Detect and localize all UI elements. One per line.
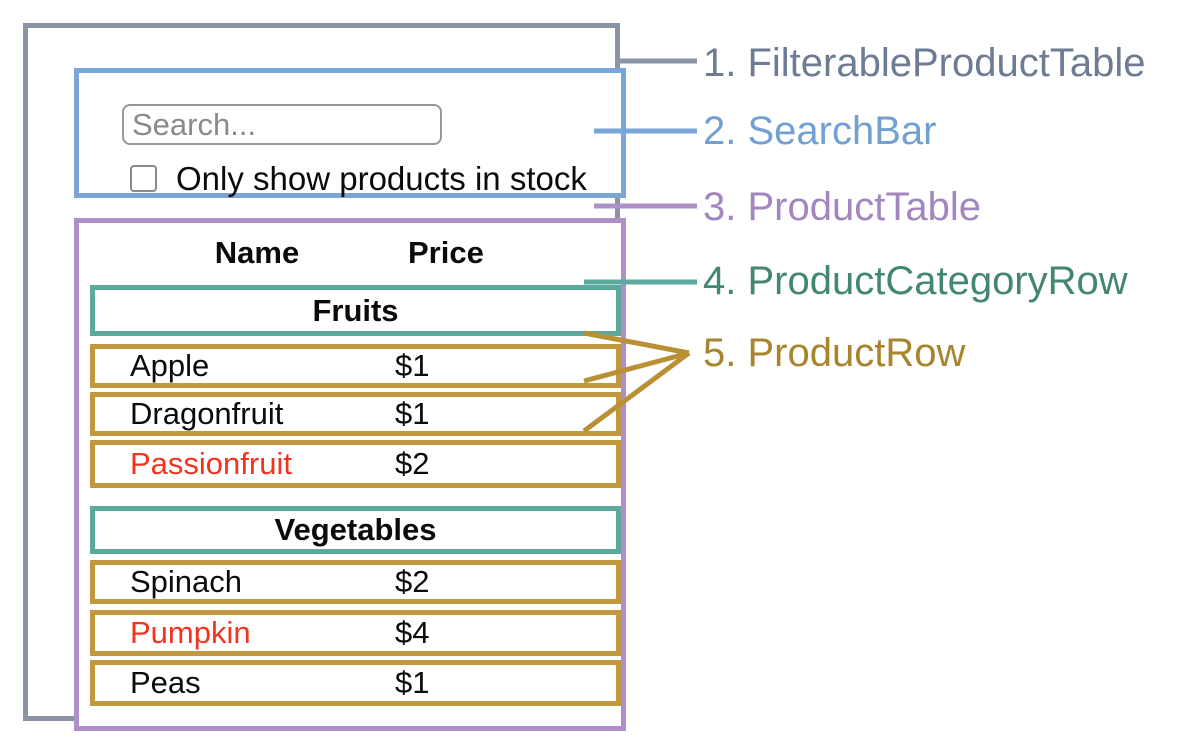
product-price: $2 [395, 564, 430, 599]
legend-label-product-table: 3. ProductTable [703, 185, 981, 229]
product-price: $1 [395, 396, 430, 431]
legend-label-product-category-row: 4. ProductCategoryRow [703, 259, 1128, 303]
product-row-dragonfruit: Dragonfruit $1 [90, 392, 621, 436]
search-input[interactable] [122, 104, 442, 145]
category-label: Fruits [312, 292, 399, 328]
product-price: $1 [395, 665, 430, 700]
category-label: Vegetables [274, 512, 437, 547]
in-stock-filter-row: Only show products in stock [130, 160, 587, 197]
product-name: Pumpkin [130, 615, 251, 650]
product-price: $1 [395, 348, 430, 383]
legend-label-search-bar: 2. SearchBar [703, 109, 937, 153]
product-row-peas: Peas $1 [90, 660, 621, 706]
column-header-name: Name [214, 235, 300, 270]
product-price: $2 [395, 446, 430, 481]
product-name: Passionfruit [130, 446, 292, 481]
product-name: Peas [130, 665, 201, 700]
product-name: Dragonfruit [130, 396, 284, 431]
product-price: $4 [395, 615, 430, 650]
product-name: Apple [130, 348, 210, 383]
legend-label-product-row: 5. ProductRow [703, 331, 966, 375]
filterable-product-table-box: Only show products in stock Name Price F… [23, 23, 626, 731]
product-row-apple: Apple $1 [90, 344, 621, 388]
search-bar-box: Only show products in stock [74, 68, 626, 198]
product-row-passionfruit: Passionfruit $2 [90, 440, 621, 488]
product-name: Spinach [130, 564, 243, 599]
product-row-spinach: Spinach $2 [90, 560, 621, 604]
in-stock-checkbox[interactable] [130, 165, 157, 192]
category-row-fruits: Fruits [90, 285, 621, 336]
legend-label-filterable-product-table: 1. FilterableProductTable [703, 41, 1146, 85]
column-header-price: Price [408, 235, 484, 270]
product-row-pumpkin: Pumpkin $4 [90, 610, 621, 656]
product-table-box: Name Price Fruits Apple $1 Dragonfruit $… [74, 218, 626, 731]
category-row-vegetables: Vegetables [90, 506, 621, 554]
in-stock-checkbox-label: Only show products in stock [176, 160, 587, 197]
